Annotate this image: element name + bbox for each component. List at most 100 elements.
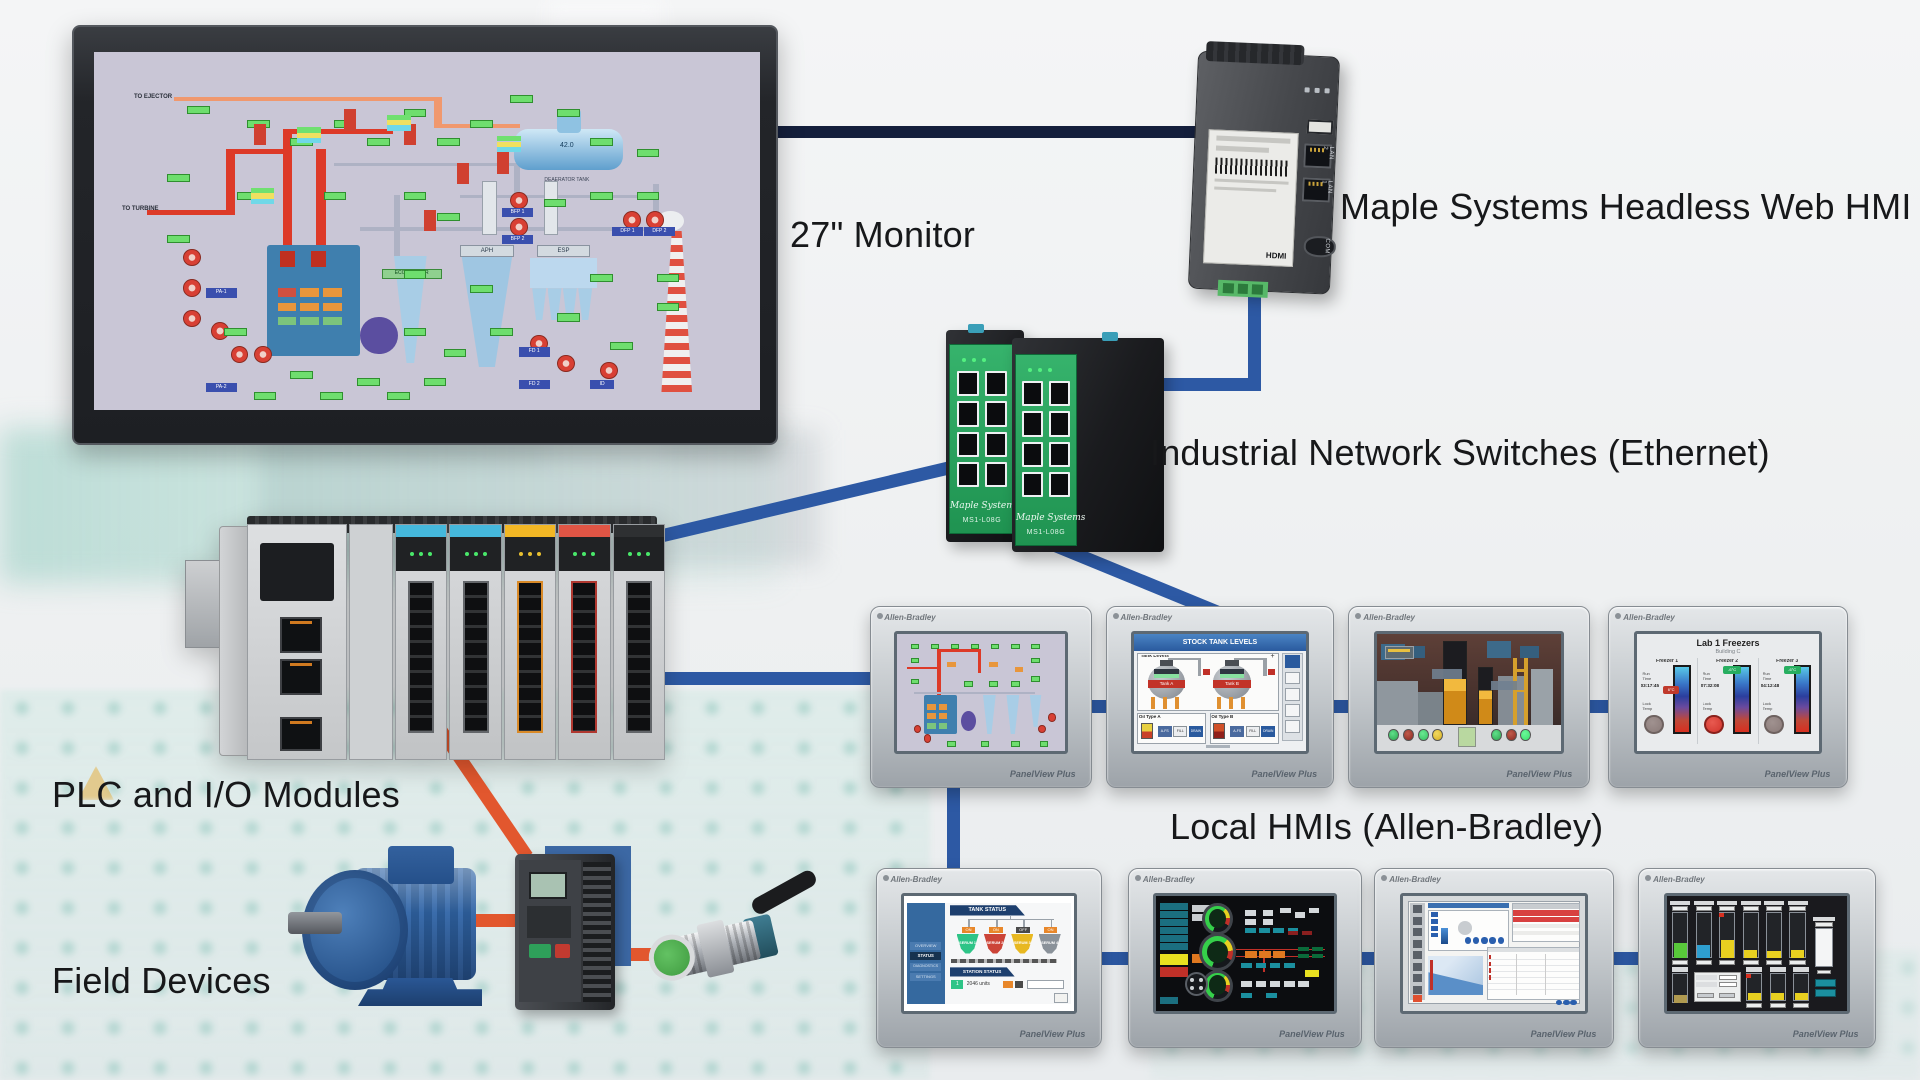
com-port <box>1303 235 1337 258</box>
hmi-screen-bar-gauges <box>1663 893 1851 1015</box>
hmi-panel-r1p1: Allen-Bradley PanelView Plus <box>870 606 1092 788</box>
rj45-port <box>1049 411 1070 437</box>
rj45-port <box>957 401 979 427</box>
vfd-display <box>529 872 567 899</box>
plc-rack <box>185 514 666 766</box>
hmi-screen-gauges <box>1153 893 1337 1015</box>
panelview-label: PanelView Plus <box>1279 1029 1345 1039</box>
io-module-5 <box>612 524 666 760</box>
allen-bradley-logo: Allen-Bradley <box>1653 875 1705 885</box>
vfd-start-button <box>529 944 551 958</box>
rj45-port <box>985 401 1007 427</box>
rj45-port <box>1049 381 1070 407</box>
hmi-screen-process <box>894 631 1068 754</box>
rj45-port <box>957 371 979 397</box>
rj45-port-grid <box>957 371 1007 487</box>
panelview-label: PanelView Plus <box>1506 768 1573 779</box>
allen-bradley-logo: Allen-Bradley <box>1389 875 1441 885</box>
link-monitor-to-headless <box>775 126 1205 138</box>
vfd-keypad <box>527 906 571 938</box>
filler-module <box>349 524 393 760</box>
device-label-sticker: HDMI <box>1202 129 1299 268</box>
lan2-label: LAN 2 <box>1322 146 1335 160</box>
hdmi-logo: HDMI <box>1265 250 1287 261</box>
hmi-panel-r1p3: Allen-Bradley PanelView Plus <box>1348 606 1590 788</box>
rj45-port <box>985 461 1007 487</box>
link-row2-p3-p4 <box>1610 952 1638 965</box>
electric-motor <box>288 846 488 1016</box>
switch-brand-logo: Maple Systems <box>950 501 1020 511</box>
cpu-display <box>260 543 334 601</box>
lan1-label: LAN 1 <box>1320 180 1333 194</box>
label-headless: Maple Systems Headless Web HMI <box>1340 186 1912 227</box>
link-hmi-row1-to-row2 <box>947 772 960 880</box>
link-row1-p2-p3 <box>1330 700 1352 713</box>
panelview-label: PanelView Plus <box>1009 768 1076 779</box>
hmi-panel-r2p3: Allen-Bradley PanelView Plus <box>1374 868 1614 1048</box>
ethernet-port <box>280 617 322 653</box>
motor-shaft <box>288 912 342 934</box>
switch-model: MS1-L08G <box>962 517 1002 524</box>
link-plc-to-hmi-row1 <box>640 672 892 685</box>
rj45-port <box>985 371 1007 397</box>
allen-bradley-logo: Allen-Bradley <box>1120 613 1173 623</box>
io-module-4 <box>558 524 611 760</box>
ethernet-switch-1: Maple Systems MS1-L08G <box>946 324 1024 542</box>
com-label: COM <box>1323 238 1331 255</box>
rj45-port <box>1022 441 1043 467</box>
io-module-1 <box>395 524 448 760</box>
ethernet-port <box>280 717 322 751</box>
rj45-port <box>985 431 1007 457</box>
label-plc: PLC and I/O Modules <box>52 774 400 815</box>
panelview-label: PanelView Plus <box>1019 1029 1086 1039</box>
switch-model: MS1-L08G <box>1026 529 1066 536</box>
headless-vent-cap <box>1205 41 1305 66</box>
hmi-screen-alarms <box>1399 893 1588 1015</box>
rj45-port <box>1049 471 1070 497</box>
plc-cpu-module <box>247 524 347 760</box>
allen-bradley-logo: Allen-Bradley <box>1623 613 1675 623</box>
panelview-label: PanelView Plus <box>1251 768 1318 779</box>
switch-leds <box>1028 368 1052 372</box>
link-row1-p3-p4 <box>1586 700 1612 713</box>
label-monitor: 27" Monitor <box>790 214 976 255</box>
io-module-3 <box>503 524 557 760</box>
io-modules <box>395 524 666 760</box>
headless-web-hmi: LAN 2 LAN 1 HDMI COM <box>1187 41 1357 302</box>
io-module-2 <box>449 524 502 760</box>
din-clip <box>968 324 984 333</box>
din-clip <box>1102 332 1118 341</box>
rj45-port <box>1049 441 1070 467</box>
label-switches: Industrial Network Switches (Ethernet) <box>1150 432 1770 473</box>
rj45-port-grid <box>1022 381 1070 497</box>
label-hmis: Local HMIs (Allen-Bradley) <box>1170 806 1604 847</box>
ethernet-port <box>280 659 322 695</box>
link-row2-p1-p2 <box>1098 952 1132 965</box>
rj45-port <box>1022 381 1043 407</box>
barcode <box>1214 157 1290 177</box>
link-headless-to-switch <box>1158 378 1261 391</box>
power-terminal <box>1217 279 1269 298</box>
motor-terminal-box <box>388 846 454 884</box>
switch-leds <box>962 358 986 362</box>
headless-status-leds <box>1304 87 1330 94</box>
panelview-label: PanelView Plus <box>1764 768 1831 779</box>
hmi-panel-r2p4: Allen-Bradley PanelView Plus <box>1638 868 1876 1048</box>
hmi-panel-r2p2: Allen-Bradley PanelView Plus <box>1128 868 1362 1048</box>
allen-bradley-logo: Allen-Bradley <box>1363 613 1415 623</box>
switch-brand-logo: Maple Systems <box>1016 513 1086 523</box>
usb-port <box>1306 119 1334 135</box>
rj45-port <box>1022 471 1043 497</box>
allen-bradley-logo: Allen-Bradley <box>884 613 936 623</box>
panelview-label: PanelView Plus <box>1792 1029 1859 1039</box>
allen-bradley-logo: Allen-Bradley <box>1142 875 1195 885</box>
